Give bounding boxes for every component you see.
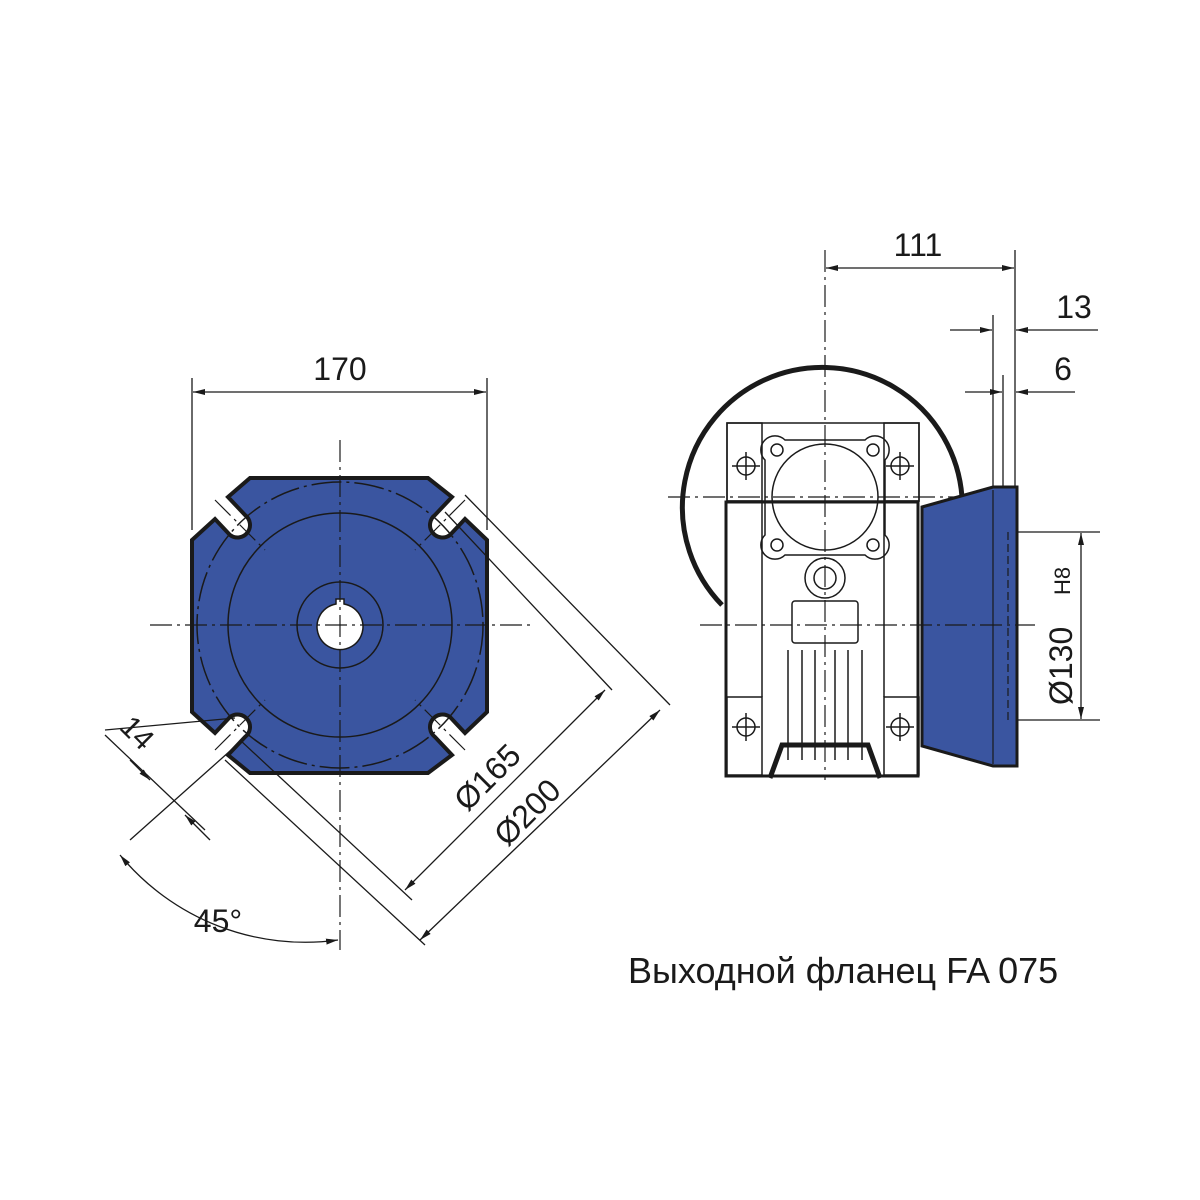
width-dimension-label: 170: [313, 351, 366, 387]
offset-dimension-label: 111: [894, 227, 943, 263]
gearbox-side-view: [668, 250, 1100, 780]
tolerance-label: H8: [1050, 567, 1075, 595]
angle-dimension-label: 45°: [194, 903, 242, 939]
flange-thickness-dimension-label: 13: [1056, 289, 1092, 325]
input-flange: [760, 435, 890, 560]
output-flange: [920, 485, 1019, 768]
flange-front-view: [104, 378, 671, 950]
spigot-diameter-dimension-label: Ø130: [1043, 627, 1079, 705]
mounting-holes: [732, 452, 914, 741]
drawing-title: Выходной фланец FA 075: [628, 950, 1059, 991]
housing-body: [724, 500, 920, 778]
spigot-dimension-label: 6: [1054, 351, 1072, 387]
